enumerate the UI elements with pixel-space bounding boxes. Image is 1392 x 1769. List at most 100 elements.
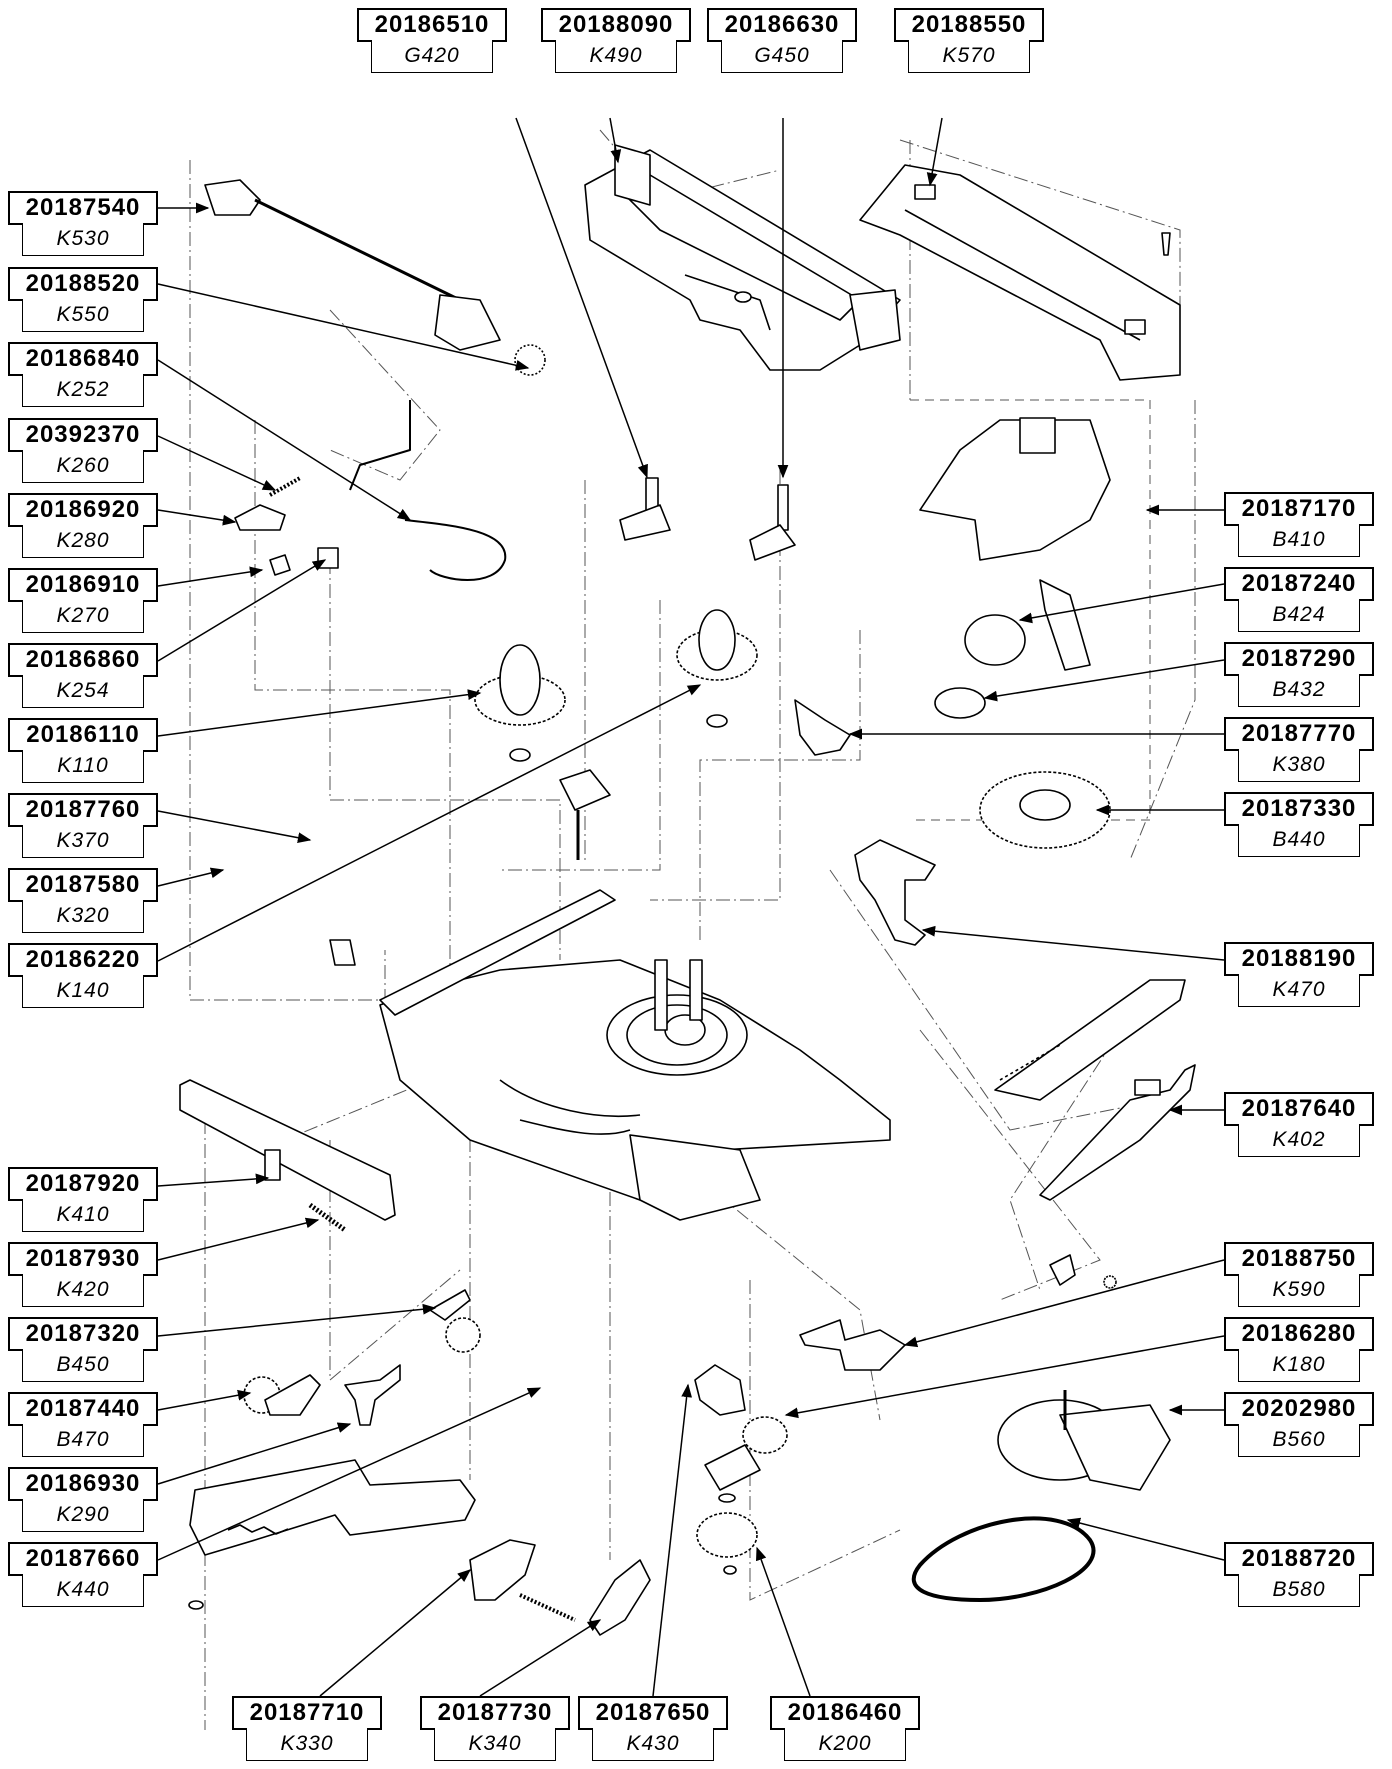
main-chassis (329, 889, 891, 1221)
leader-arrow (157, 435, 277, 491)
part-number: 20188190 (1224, 942, 1374, 976)
lever-k340 (589, 1559, 651, 1636)
part-number: 20187650 (578, 1696, 728, 1730)
part-position-code: K490 (555, 40, 677, 73)
leader-arrow (157, 810, 312, 844)
part-number: 20186910 (8, 568, 158, 602)
part-position-code: K254 (22, 675, 144, 708)
part-position-code: B470 (22, 1424, 144, 1457)
leader-arrow (157, 1422, 352, 1485)
leader-arrow (157, 1173, 270, 1187)
spring-k590-accessory (1103, 1275, 1117, 1289)
lever-k380 (794, 699, 851, 756)
clip-k590-accessory (1049, 1254, 1076, 1286)
leader-arrow (157, 689, 482, 737)
lever-k590 (799, 1319, 906, 1371)
part-position-code: K270 (22, 600, 144, 633)
part-number: 20187770 (1224, 717, 1374, 751)
lever-k280 (234, 504, 286, 531)
part-position-code: B424 (1238, 599, 1360, 632)
part-position-code: K370 (22, 825, 144, 858)
leader-arrow (157, 566, 264, 587)
part-position-code: K530 (22, 223, 144, 256)
shaft-k530 (204, 179, 501, 351)
top-frame-k570 (859, 164, 1181, 381)
gear-k550 (514, 344, 546, 376)
top-frame-k490 (584, 144, 901, 371)
part-number: 20187930 (8, 1242, 158, 1276)
pulley-b560 (997, 1390, 1171, 1491)
leader-arrow (652, 1383, 693, 1697)
lever-k330 (469, 1539, 536, 1601)
slider-k402 (994, 979, 1196, 1201)
arm-k470 (854, 839, 936, 946)
part-position-code: K380 (1238, 749, 1360, 782)
gear-arm-b470 (243, 1374, 321, 1416)
part-number: 20187580 (8, 868, 158, 902)
part-position-code: B432 (1238, 674, 1360, 707)
part-number: 20187710 (232, 1696, 382, 1730)
leader-arrow (479, 1619, 602, 1697)
leader-lines (157, 117, 1225, 1697)
part-position-code: B440 (1238, 824, 1360, 857)
part-number: 20187170 (1224, 492, 1374, 526)
part-position-code: K260 (22, 450, 144, 483)
leader-arrow (515, 117, 648, 479)
part-position-code: K330 (246, 1728, 368, 1761)
part-position-code: K420 (22, 1274, 144, 1307)
part-position-code: K590 (1238, 1274, 1360, 1307)
leader-arrow (157, 283, 530, 371)
part-number: 20187760 (8, 793, 158, 827)
part-number: 20187320 (8, 1317, 158, 1351)
part-position-code: B560 (1238, 1424, 1360, 1457)
leader-arrow (609, 117, 622, 164)
part-number: 20188750 (1224, 1242, 1374, 1276)
post-assembly (559, 769, 611, 860)
part-position-code: K470 (1238, 974, 1360, 1007)
pin-g420 (619, 477, 671, 541)
leader-arrow (157, 1389, 252, 1411)
part-shapes (179, 144, 1196, 1636)
part-position-code: K402 (1238, 1124, 1360, 1157)
reel-k140 (676, 609, 758, 728)
reel-k110 (474, 644, 566, 762)
part-position-code: K252 (22, 374, 144, 407)
belt-k252 (404, 519, 507, 581)
part-number: 20187290 (1224, 642, 1374, 676)
part-position-code: K320 (22, 900, 144, 933)
part-number: 20186510 (357, 8, 507, 42)
part-number: 20188550 (894, 8, 1044, 42)
part-position-code: B580 (1238, 1574, 1360, 1607)
gear-cluster-k180 (704, 1416, 788, 1491)
clip-k254 (317, 547, 339, 569)
arm-k252 (349, 400, 411, 491)
part-number: 20186460 (770, 1696, 920, 1730)
part-position-code: K550 (22, 299, 144, 332)
spring-k420 (308, 1202, 347, 1233)
part-position-code: K180 (1238, 1349, 1360, 1382)
part-position-code: B410 (1238, 524, 1360, 557)
part-position-code: K140 (22, 975, 144, 1008)
